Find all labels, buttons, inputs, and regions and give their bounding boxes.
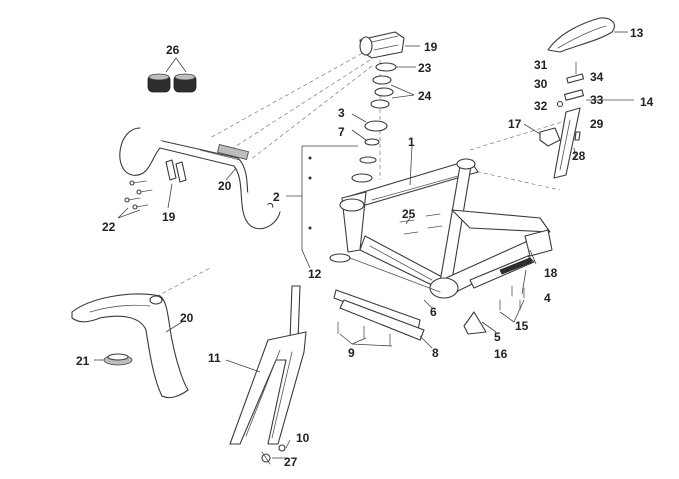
fork-hardware <box>261 444 286 465</box>
downtube-cover <box>333 257 441 341</box>
label-10: 10 <box>296 431 310 445</box>
label-11: 11 <box>208 351 221 365</box>
label-8: 8 <box>432 346 439 360</box>
label-23: 23 <box>418 61 432 75</box>
label-19-clamps: 19 <box>162 210 176 224</box>
label-1: 1 <box>408 135 415 149</box>
label-16: 16 <box>494 347 508 361</box>
handlebar-clamps <box>165 159 187 183</box>
saddle <box>547 17 615 53</box>
seat-clamp-parts <box>556 61 585 108</box>
label-6: 6 <box>430 305 437 319</box>
label-2: 2 <box>273 190 280 204</box>
label-32: 32 <box>534 99 548 113</box>
label-29: 29 <box>590 117 604 131</box>
label-25: 25 <box>402 207 416 221</box>
label-5: 5 <box>494 330 501 344</box>
label-19-stem: 19 <box>424 40 438 54</box>
drop-handlebar <box>119 127 281 230</box>
label-20-cockpit: 20 <box>180 311 194 325</box>
label-12: 12 <box>308 267 322 281</box>
alignment-dashed-lines <box>149 49 576 301</box>
bolts-25 <box>399 213 443 235</box>
label-34: 34 <box>590 70 604 84</box>
label-20-handlebar: 20 <box>218 179 232 193</box>
bolts-9 <box>337 321 391 347</box>
lower-bearing <box>329 253 351 263</box>
label-24: 24 <box>418 89 432 103</box>
label-9: 9 <box>348 346 355 360</box>
label-15: 15 <box>515 319 529 333</box>
label-21: 21 <box>76 354 90 368</box>
bracket-dots <box>308 156 312 230</box>
bar-tape-rolls <box>147 73 197 93</box>
label-31: 31 <box>534 58 548 72</box>
bolts-15 <box>499 285 525 311</box>
seatpost-wedge <box>539 127 561 147</box>
cockpit-spacer <box>103 353 133 366</box>
label-7: 7 <box>338 125 345 139</box>
headset-spacers <box>351 62 397 183</box>
label-17: 17 <box>508 117 522 131</box>
label-13: 13 <box>630 26 644 40</box>
integrated-cockpit <box>71 293 189 399</box>
label-26: 26 <box>166 43 180 57</box>
label-27: 27 <box>284 455 298 469</box>
seatpost <box>553 107 581 179</box>
label-14: 14 <box>640 95 654 109</box>
label-22: 22 <box>102 220 116 234</box>
chainstay-protector <box>469 255 535 289</box>
bolts-22 <box>124 180 153 210</box>
label-18: 18 <box>544 266 558 280</box>
stem <box>359 31 405 59</box>
cable-guide <box>463 311 487 335</box>
label-28: 28 <box>572 149 586 163</box>
fork <box>229 285 307 445</box>
label-4: 4 <box>544 291 551 305</box>
callout-labels: 1 2 3 4 5 6 7 8 9 10 11 12 13 14 15 16 1… <box>76 26 654 469</box>
frame <box>339 158 553 299</box>
label-3: 3 <box>338 106 345 120</box>
label-33: 33 <box>590 93 604 107</box>
label-30: 30 <box>534 77 548 91</box>
leader-lines <box>94 31 634 459</box>
